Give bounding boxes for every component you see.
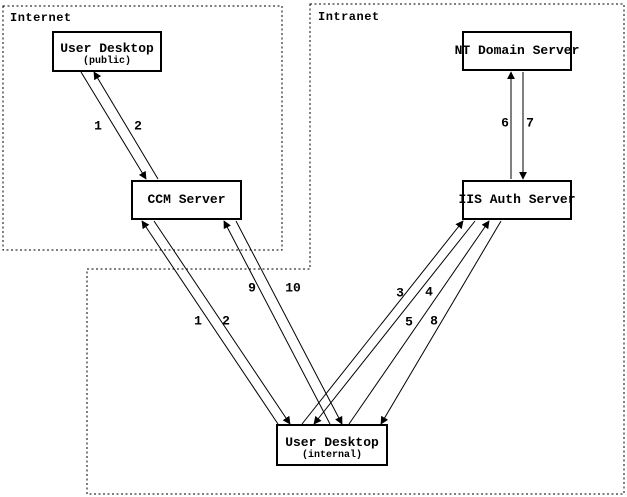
arrow-label-6: 6 [501, 115, 509, 131]
node-title: IIS Auth Server [458, 192, 576, 207]
arrow-label-7: 7 [526, 115, 534, 131]
arrow-label-5: 5 [405, 314, 413, 330]
arrow-8-iis-to-internal-desktop [380, 220, 502, 425]
arrow-label-4: 4 [425, 284, 433, 300]
node-subtitle: (internal) [301, 449, 362, 461]
arrow-3-internal-desktop-to-iis [301, 220, 464, 425]
node-title: User Desktop [285, 434, 379, 450]
arrow-4-iis-to-internal-desktop [313, 220, 476, 425]
arrow-10-ccm-to-internal-desktop [235, 220, 343, 425]
node-title: User Desktop [60, 41, 154, 56]
arrow-label-8: 8 [430, 313, 438, 329]
node-user-desktop-internal: User Desktop (internal) [276, 424, 388, 466]
arrow-2-ccm-to-internal-desktop [153, 220, 291, 425]
arrow-2-ccm-to-public-desktop [93, 71, 159, 180]
arrow-label-2-public: 2 [134, 118, 142, 134]
arrow-5-internal-desktop-to-iis [348, 220, 490, 425]
arrow-1-public-desktop-to-ccm [80, 71, 147, 180]
arrow-label-10: 10 [285, 280, 301, 296]
arrow-label-3: 3 [396, 285, 404, 301]
node-title: NT Domain Server [454, 43, 580, 58]
node-iis-auth-server: IIS Auth Server [458, 180, 576, 220]
node-title: CCM Server [147, 192, 226, 207]
node-ccm-server: CCM Server [131, 180, 242, 220]
node-user-desktop-public: User Desktop (public) [52, 31, 162, 72]
arrow-label-1-public: 1 [94, 118, 102, 134]
arrow-label-9: 9 [248, 280, 256, 296]
node-nt-domain-server: NT Domain Server [455, 31, 579, 71]
arrow-1-internal-desktop-to-ccm [141, 220, 279, 425]
arrow-label-1-internal: 1 [194, 313, 202, 329]
region-label-intranet: Intranet [318, 10, 380, 24]
internet-boundary [2, 5, 283, 251]
node-subtitle: (public) [82, 56, 131, 67]
arrow-9-internal-desktop-to-ccm [223, 220, 331, 425]
intranet-boundary [86, 3, 625, 495]
region-label-internet: Internet [10, 11, 72, 25]
arrow-label-2-internal: 2 [222, 313, 230, 329]
